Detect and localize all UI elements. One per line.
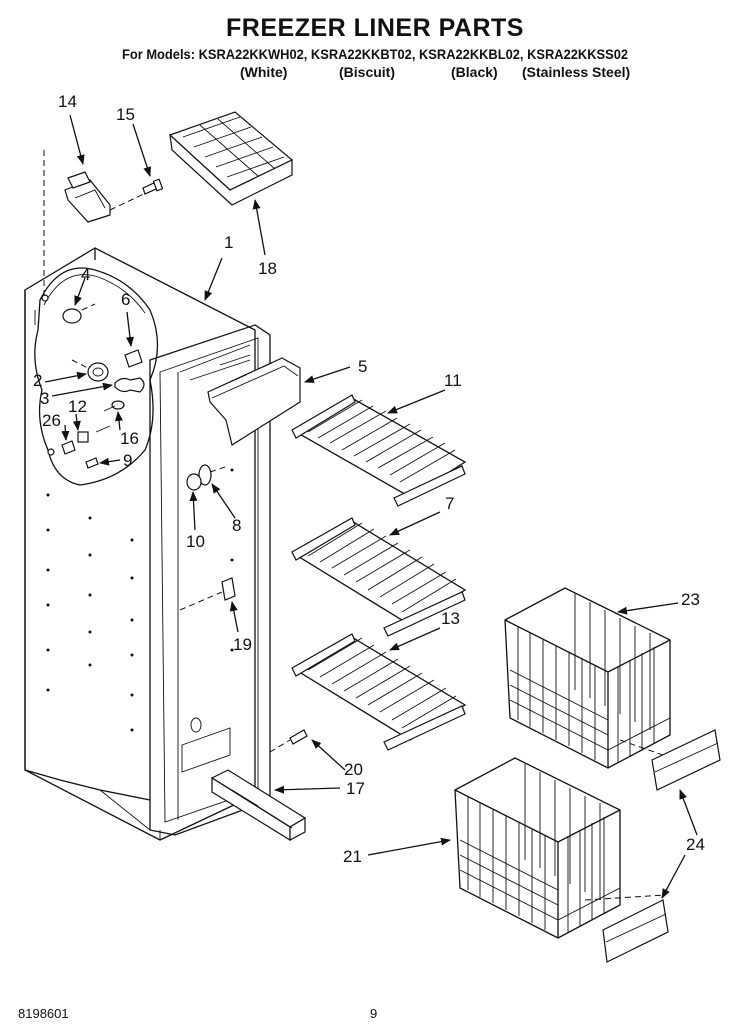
callout-12: 12: [68, 397, 87, 416]
callout-23: 23: [681, 590, 700, 609]
trim-24-lower: [602, 899, 669, 963]
basket-21: [454, 757, 666, 939]
callout-13: 13: [441, 609, 460, 628]
part-5-cover: [207, 357, 301, 446]
models-line: For Models: KSRA22KKWH02, KSRA22KKBT02, …: [122, 46, 629, 62]
freezer-liner: [24, 247, 271, 841]
callout-11: 11: [444, 371, 462, 390]
callout-numbers: 1 2 3 4 5 6 7 8 9 10 11 12 13 14 15 16 1…: [33, 92, 705, 866]
callout-3: 3: [40, 389, 49, 408]
page-number: 9: [370, 1006, 378, 1021]
callout-8: 8: [232, 516, 241, 535]
callout-16: 16: [120, 429, 139, 448]
callout-10: 10: [186, 532, 205, 551]
callout-1: 1: [224, 233, 233, 252]
color-biscuit: (Biscuit): [339, 64, 395, 80]
callout-4: 4: [81, 265, 90, 284]
trim-24-upper: [651, 729, 721, 791]
callout-24: 24: [686, 835, 705, 854]
part-18-ice-tray: [168, 111, 294, 206]
shelf-7: [291, 517, 467, 637]
page-title: FREEZER LINER PARTS: [226, 14, 524, 42]
part-15-screw: [142, 178, 164, 195]
color-stainless-steel: (Stainless Steel): [522, 64, 631, 80]
callout-19: 19: [233, 635, 252, 654]
shelf-13: [291, 633, 467, 751]
callout-14: 14: [58, 92, 77, 111]
callout-21: 21: [343, 847, 362, 866]
part-14-bracket: [64, 171, 149, 223]
shelf-11: [291, 394, 467, 507]
basket-23: [504, 587, 701, 769]
color-black: (Black): [451, 64, 498, 80]
leader-lines: [44, 114, 698, 899]
part-8-10-control: [186, 464, 229, 491]
callout-9: 9: [123, 451, 132, 470]
callout-5: 5: [358, 357, 367, 376]
callout-15: 15: [116, 105, 135, 124]
callout-7: 7: [445, 494, 454, 513]
callout-2: 2: [33, 371, 42, 390]
callout-20: 20: [344, 760, 363, 779]
document-number: 8198601: [18, 1006, 69, 1021]
part-17-grille: [210, 769, 307, 842]
callout-17: 17: [346, 779, 365, 798]
callout-18: 18: [258, 259, 277, 278]
callout-6: 6: [121, 290, 130, 309]
color-white: (White): [240, 64, 288, 80]
callout-26: 26: [42, 411, 61, 430]
